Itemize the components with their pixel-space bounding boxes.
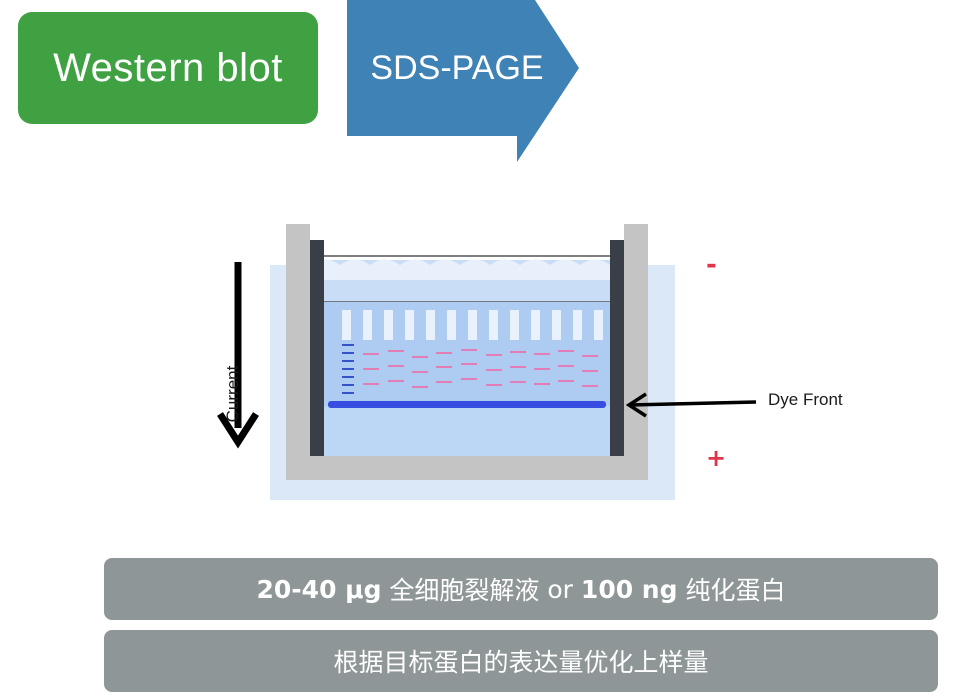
cathode-minus-sign: - [706, 250, 717, 280]
connector-text: or [547, 574, 573, 604]
lysate-amount: 20-40 μg [256, 574, 382, 604]
buffer-surface [310, 259, 624, 280]
sds-page-step-label: SDS-PAGE [370, 48, 544, 87]
gel-electrophoresis-diagram [217, 224, 757, 500]
optimization-note: 根据目标蛋白的表达量优化上样量 [104, 630, 938, 692]
current-arrow-icon [217, 262, 259, 449]
dye-front-label: Dye Front [768, 390, 843, 409]
purified-amount: 100 ng [580, 574, 678, 604]
gel-wells [342, 310, 603, 340]
tank-left-wall [286, 224, 310, 480]
loading-amount-note: 20-40 μg 全细胞裂解液 or 100 ng 纯化蛋白 [104, 558, 938, 620]
western-blot-title: Western blot [18, 12, 318, 124]
gel-plate-left [310, 240, 324, 456]
optimization-text: 根据目标蛋白的表达量优化上样量 [333, 648, 709, 677]
tank-bottom-wall [286, 456, 648, 480]
purified-text: 纯化蛋白 [685, 576, 786, 605]
tank-right-wall [624, 224, 648, 480]
sds-page-arrow-shape [347, 0, 579, 162]
current-label: Current [223, 365, 242, 423]
gel-plate-right [610, 240, 624, 456]
anode-plus-sign: + [706, 444, 727, 472]
sample-bands [363, 349, 598, 388]
lysate-text: 全细胞裂解液 [389, 576, 540, 605]
dye-front-pointer-icon [625, 392, 757, 418]
protein-ladder [342, 344, 354, 394]
dye-front-band [328, 401, 606, 408]
